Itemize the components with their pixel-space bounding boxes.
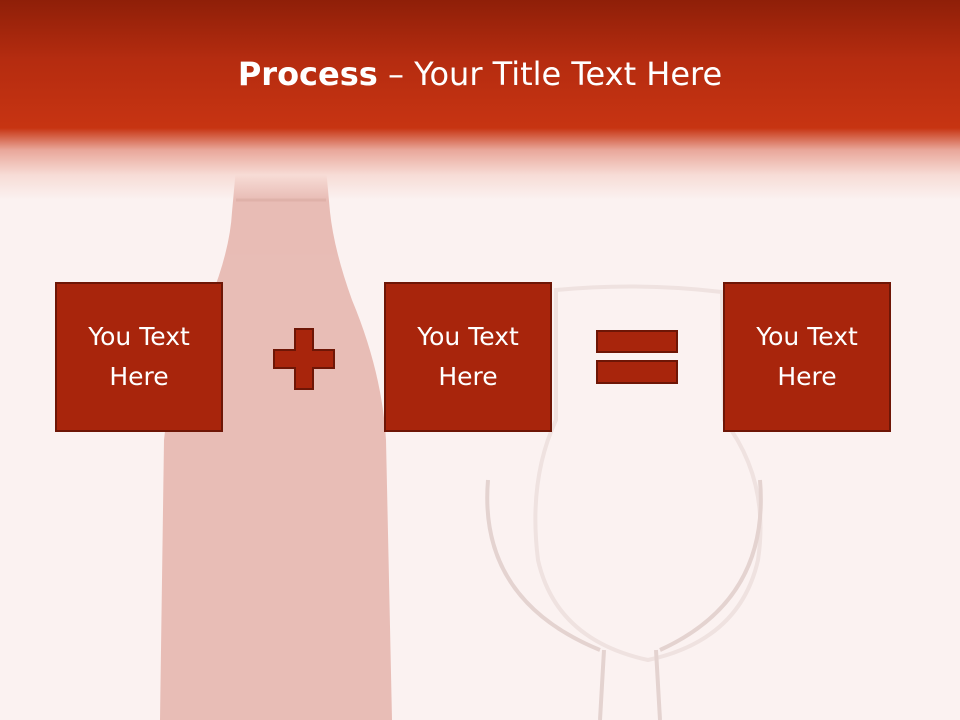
beer-glass-image [485,284,763,720]
slide-title-bold: Process [237,55,378,93]
process-box-1-text: You Text Here [88,322,190,391]
beer-bottle-image [160,145,392,720]
process-box-2-text: You Text Here [417,322,519,391]
slide-title-rest: – Your Title Text Here [377,55,723,93]
title-banner [0,0,960,200]
process-box-3[interactable]: You Text Here [723,282,891,432]
slide-title: Process – Your Title Text Here [0,52,960,96]
process-box-1[interactable]: You Text Here [55,282,223,432]
plus-icon [273,328,335,390]
equals-icon [596,330,678,384]
process-box-3-text: You Text Here [756,322,858,391]
process-box-2[interactable]: You Text Here [384,282,552,432]
